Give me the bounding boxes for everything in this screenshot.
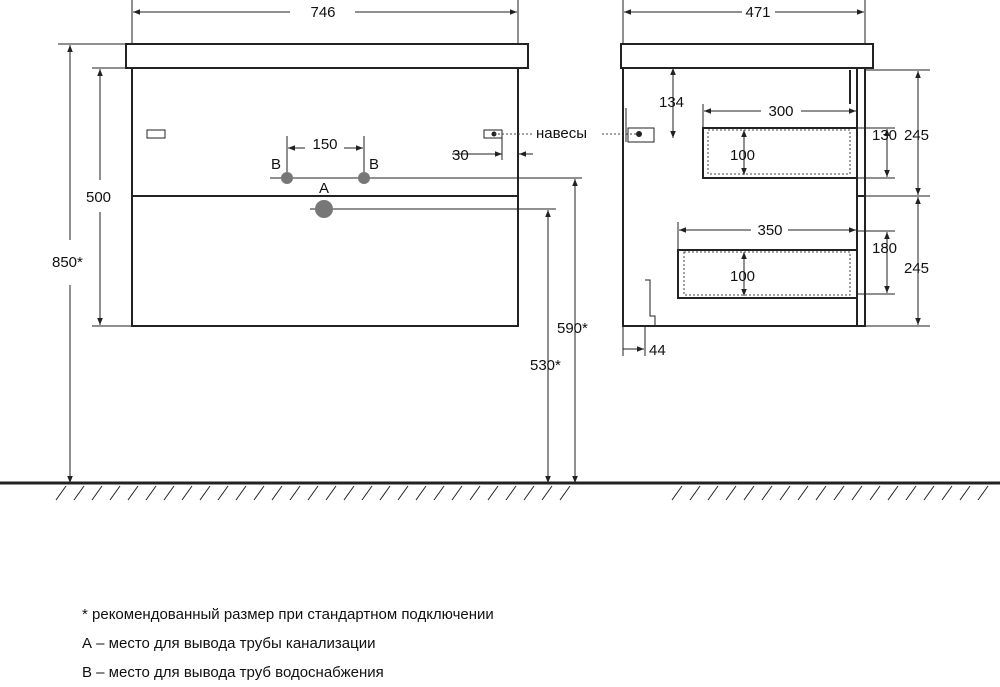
side-countertop	[620, 43, 874, 69]
dim-upper-drawer-depth: 300	[768, 103, 793, 120]
hinge-mark-left	[146, 129, 166, 139]
dim-pipe-spacing: 150	[312, 136, 337, 153]
side-view: 471 134 300 100 130 245 350 100 18	[620, 0, 930, 359]
water-pipe-left	[281, 172, 293, 184]
dim-hinge-offset: 30	[452, 147, 469, 164]
dim-upper-drawer-inner: 100	[730, 147, 755, 164]
countertop	[125, 43, 529, 69]
dim-lower-drawer-depth: 350	[757, 222, 782, 239]
legend-notes: * рекомендованный размер при стандартном…	[82, 600, 494, 687]
drain-pipe	[315, 200, 333, 218]
dim-upper-front-height: 245	[904, 127, 929, 144]
dim-plinth: 44	[649, 342, 666, 359]
hinges-label: навесы	[536, 125, 587, 142]
upper-drawer-inner	[707, 129, 851, 175]
note-drain: А – место для вывода трубы канализации	[82, 635, 376, 652]
label-a: A	[319, 180, 329, 197]
label-b-right: B	[369, 156, 379, 173]
water-pipe-right	[358, 172, 370, 184]
front-view: 746 850* 500 150 B B A 30 навесы	[52, 0, 640, 483]
upper-drawer	[702, 127, 858, 179]
dim-body-height: 500	[86, 189, 111, 206]
dim-side-depth: 471	[745, 4, 770, 21]
dim-front-width: 746	[310, 4, 335, 21]
plinth-profile	[645, 279, 656, 326]
note-recommended: * рекомендованный размер при стандартном…	[82, 606, 494, 623]
lower-drawer	[677, 249, 858, 299]
dim-water-height: 590*	[557, 320, 588, 337]
hinge-bracket	[627, 127, 655, 143]
dim-lower-drawer-height: 180	[872, 240, 897, 257]
note-water: В – место для вывода труб водоснабжения	[82, 664, 384, 681]
dim-drain-height: 530*	[530, 357, 561, 374]
floor	[0, 481, 1000, 501]
label-b-left: B	[271, 156, 281, 173]
dim-upper-drawer-height: 130	[872, 127, 897, 144]
dim-total-height: 850*	[52, 254, 83, 271]
dim-lower-front-height: 245	[904, 260, 929, 277]
dim-top-offset: 134	[659, 94, 684, 111]
dim-lower-drawer-inner: 100	[730, 268, 755, 285]
lower-drawer-inner	[683, 251, 851, 296]
